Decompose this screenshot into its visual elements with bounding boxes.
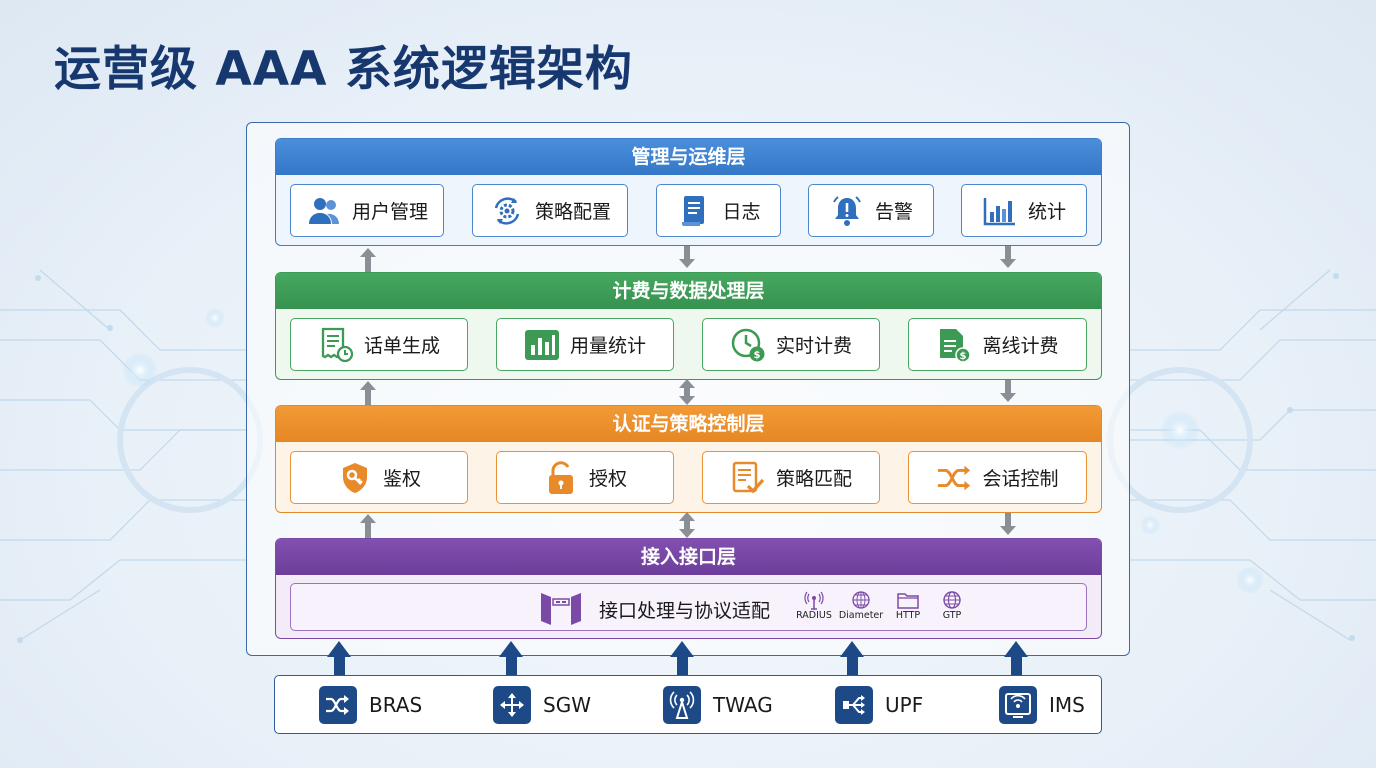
access-layer-title: 接入接口层 [276,539,1101,575]
auth-layer: 认证与策略控制层 鉴权 授权 策略匹配 会话控制 [275,405,1102,513]
bell-alert-icon [829,193,865,229]
protocol-label: GTP [942,610,962,621]
card-label: 授权 [588,468,627,490]
ne-label: BRAS [369,693,423,717]
protocol-gtp: GTP [927,590,977,621]
move-arrows-icon [493,686,531,724]
card-offline-billing[interactable]: $ 离线计费 [908,318,1087,371]
interface-adapter-box[interactable]: 接口处理与协议适配 RADIUS Diameter HTTP [290,583,1087,631]
split-flow-icon [835,686,873,724]
clock-dollar-icon: $ [730,327,766,363]
card-label: 离线计费 [982,335,1059,357]
card-authorization[interactable]: 授权 [496,451,674,504]
card-label: 用量统计 [569,335,646,357]
shield-key-icon [337,460,373,496]
card-realtime-billing[interactable]: $ 实时计费 [702,318,880,371]
card-session-control[interactable]: 会话控制 [908,451,1087,504]
globe-icon [927,590,977,610]
bar-chart-icon [982,193,1018,229]
ne-label: UPF [885,693,924,717]
ne-twag[interactable]: TWAG [663,686,773,724]
ne-sgw[interactable]: SGW [493,686,591,724]
card-label: 会话控制 [982,468,1059,490]
unlock-icon [543,460,579,496]
card-label: 策略配置 [534,201,611,223]
protocol-http: HTTP [883,590,933,621]
protocol-label: HTTP [895,610,921,621]
mgmt-layer: 管理与运维层 用户管理 策略配置 日志 告警 [275,138,1102,246]
auth-layer-title: 认证与策略控制层 [276,406,1101,442]
shuffle-icon [319,686,357,724]
card-usage-statistics[interactable]: 用量统计 [496,318,674,371]
gear-sync-icon [489,193,525,229]
access-layer: 接入接口层 接口处理与协议适配 RADIUS Diameter [275,538,1102,639]
users-icon [306,193,342,229]
network-elements-bar: BRAS SGW TWAG UPF IMS [274,675,1102,734]
scroll-log-icon [676,193,712,229]
svg-text:$: $ [754,350,761,361]
protocol-label: RADIUS [796,610,832,621]
ne-label: IMS [1049,693,1085,717]
card-label: 鉴权 [382,468,421,490]
interface-gate-icon [539,591,583,629]
card-statistics[interactable]: 统计 [961,184,1087,237]
ne-ims[interactable]: IMS [999,686,1085,724]
ne-upf[interactable]: UPF [835,686,923,724]
card-label: 实时计费 [775,335,852,357]
protocol-radius: RADIUS [789,590,839,621]
ne-label: TWAG [713,693,773,717]
card-authentication[interactable]: 鉴权 [290,451,468,504]
checklist-icon [730,460,766,496]
wireless-screen-icon [999,686,1037,724]
globe-mesh-icon [836,590,886,610]
antenna-icon [789,590,839,610]
shuffle-icon [936,460,972,496]
page-title: 运营级 AAA 系统逻辑架构 [54,42,633,97]
card-alarm[interactable]: 告警 [808,184,934,237]
card-policy-config[interactable]: 策略配置 [472,184,628,237]
ne-bras[interactable]: BRAS [319,686,422,724]
broadcast-tower-icon [663,686,701,724]
card-user-management[interactable]: 用户管理 [290,184,444,237]
receipt-clock-icon [318,327,354,363]
card-label: 告警 [874,201,913,223]
folder-icon [883,590,933,610]
billing-layer: 计费与数据处理层 话单生成 用量统计 $ 实时计费 $ 离线计费 [275,272,1102,380]
card-label: 用户管理 [351,201,428,223]
interface-label: 接口处理与协议适配 [599,600,771,622]
card-log[interactable]: 日志 [656,184,781,237]
card-policy-match[interactable]: 策略匹配 [702,451,880,504]
card-cdr-generation[interactable]: 话单生成 [290,318,468,371]
card-label: 统计 [1027,201,1066,223]
card-label: 策略匹配 [775,468,852,490]
protocol-label: Diameter [838,610,884,621]
mgmt-layer-title: 管理与运维层 [276,139,1101,175]
billing-layer-title: 计费与数据处理层 [276,273,1101,309]
svg-text:$: $ [960,351,967,362]
usage-chart-icon [524,327,560,363]
card-label: 话单生成 [363,335,440,357]
protocol-diameter: Diameter [836,590,886,621]
document-dollar-icon: $ [936,327,972,363]
ne-label: SGW [543,693,591,717]
card-label: 日志 [722,201,761,223]
